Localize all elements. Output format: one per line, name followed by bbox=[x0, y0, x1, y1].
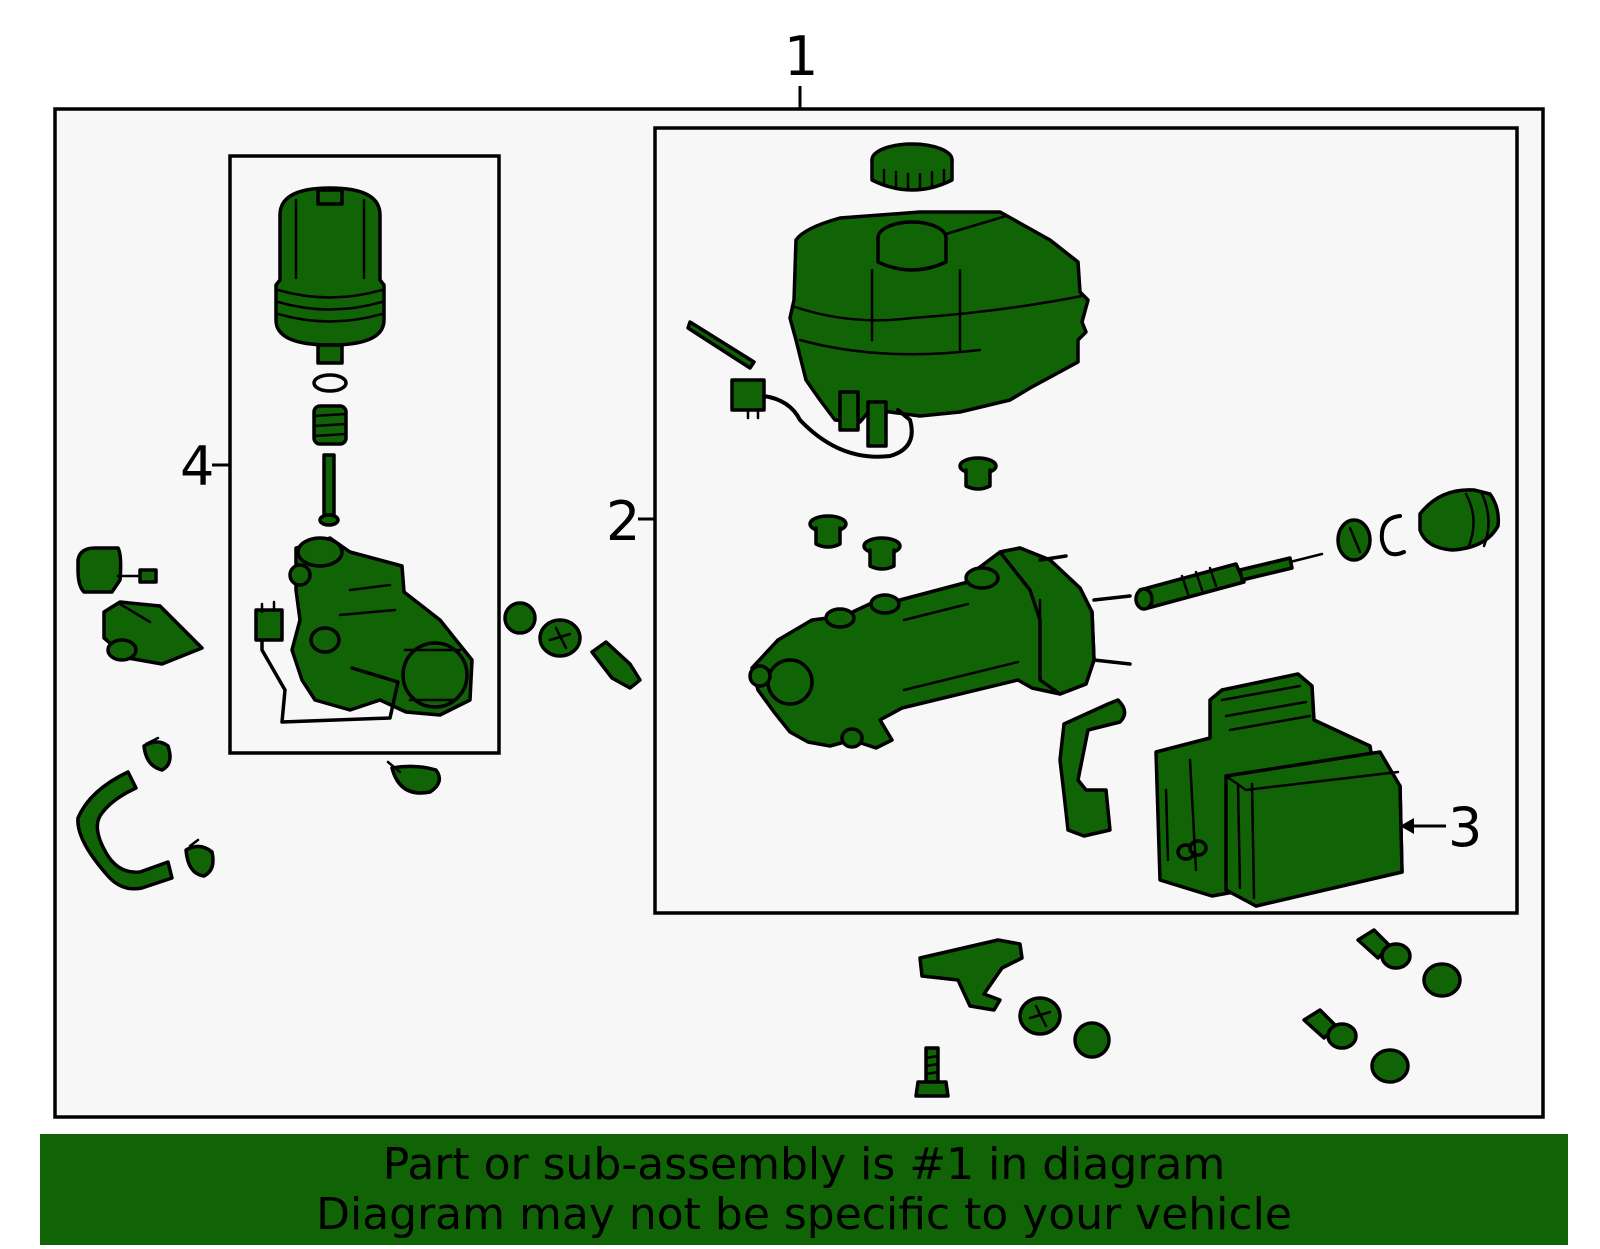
suction-hose[interactable] bbox=[76, 770, 174, 891]
caption-line-1: Part or sub-assembly is #1 in diagram bbox=[382, 1138, 1226, 1190]
reservoir-filter-cap[interactable] bbox=[274, 186, 386, 365]
callout-4[interactable]: 4 bbox=[180, 435, 214, 498]
caption-line-2: Diagram may not be specific to your vehi… bbox=[316, 1188, 1292, 1240]
collar-a[interactable] bbox=[1422, 962, 1462, 998]
pump-motor[interactable] bbox=[254, 536, 474, 724]
snap-ring[interactable] bbox=[1379, 514, 1406, 557]
brake-fluid-reservoir[interactable] bbox=[788, 210, 1090, 448]
plug-b[interactable] bbox=[808, 514, 848, 549]
hose-clamp-4[interactable] bbox=[386, 760, 442, 795]
pump-rod[interactable] bbox=[318, 453, 340, 527]
cushion-a[interactable] bbox=[538, 618, 582, 658]
collar-b[interactable] bbox=[1370, 1048, 1410, 1084]
bracket-with-fitting[interactable] bbox=[76, 546, 204, 666]
callout-3[interactable]: 3 bbox=[1448, 796, 1482, 859]
master-cylinder[interactable] bbox=[748, 546, 1132, 750]
pump-subassembly-frame bbox=[228, 154, 501, 755]
plug-a[interactable] bbox=[958, 456, 998, 491]
push-rod-boot[interactable] bbox=[1418, 488, 1501, 552]
union-bolt[interactable] bbox=[590, 640, 642, 690]
hose-clamp-lower[interactable] bbox=[184, 838, 215, 878]
reservoir-cap[interactable] bbox=[870, 142, 954, 192]
level-sensor-harness[interactable] bbox=[686, 320, 914, 459]
callout-1[interactable]: 1 bbox=[784, 25, 818, 88]
grommet-b[interactable] bbox=[1073, 1021, 1111, 1059]
mounting-bracket[interactable] bbox=[918, 938, 1024, 1012]
callout-2[interactable]: 2 bbox=[606, 490, 640, 553]
pressure-tube[interactable] bbox=[1058, 698, 1127, 838]
skid-control-ecu[interactable] bbox=[1154, 672, 1404, 908]
callout-3-arrow bbox=[1400, 818, 1446, 834]
cushion-b[interactable] bbox=[1018, 996, 1062, 1036]
push-rod[interactable] bbox=[1134, 552, 1324, 611]
bolt-c[interactable] bbox=[1302, 1008, 1358, 1050]
o-ring[interactable] bbox=[312, 373, 348, 393]
bolt-b[interactable] bbox=[1356, 928, 1412, 970]
plug-c[interactable] bbox=[862, 536, 902, 571]
hose-clamp-upper[interactable] bbox=[142, 736, 172, 772]
bolt-a[interactable] bbox=[914, 1046, 950, 1098]
clevis-seal[interactable] bbox=[1336, 518, 1372, 562]
grommet-a[interactable] bbox=[503, 601, 537, 635]
spring[interactable] bbox=[312, 404, 348, 446]
caption-banner: Part or sub-assembly is #1 in diagram Di… bbox=[40, 1134, 1568, 1245]
